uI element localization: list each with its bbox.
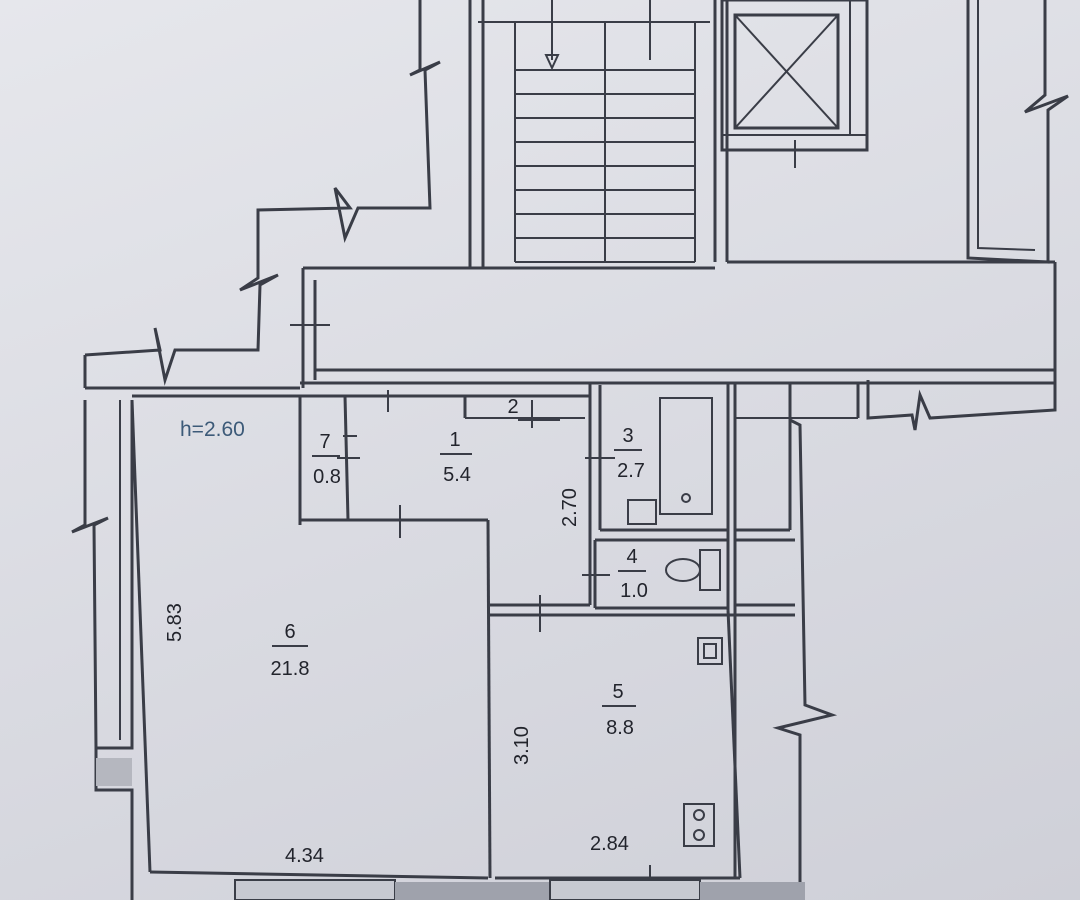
kitchen-ventilation-shaft: [697, 637, 723, 665]
room-5-number: 5: [612, 681, 623, 703]
stove: [683, 803, 715, 847]
ceiling-height-label: h=2.60: [180, 418, 245, 441]
stair-treads: [515, 69, 695, 263]
room-1-area: 5.4: [443, 464, 471, 486]
room-1-number: 1: [449, 429, 460, 451]
room-2-number: 2: [507, 396, 518, 418]
room-6-area: 21.8: [271, 658, 310, 680]
room-4-area: 1.0: [620, 580, 648, 602]
room-5-area: 8.8: [606, 717, 634, 739]
windows: [234, 879, 805, 900]
room-5-width-dimension: 2.84: [590, 833, 629, 855]
stairwell: [468, 0, 729, 268]
room-7-number: 7: [319, 431, 330, 453]
room-6-number: 6: [284, 621, 295, 643]
stair-direction-arrow: [544, 0, 560, 71]
elevator-shaft: [720, 0, 869, 168]
corridor-height-dimension: 2.70: [559, 488, 581, 527]
dimension-labels: h=2.60 5.83 4.34 3.10 2.84 2.70: [164, 418, 629, 867]
door-markers: [337, 390, 651, 890]
room-3-number: 3: [622, 425, 633, 447]
room-labels: 7 0.8 1 5.4 2 3 2.7 4 1.0 5 8.8 6 21.8: [271, 396, 648, 739]
building-outline: [71, 0, 1069, 900]
common-corridor: [290, 260, 1055, 388]
room-3-area: 2.7: [617, 460, 645, 482]
room-4-number: 4: [626, 546, 637, 568]
room-6-width-dimension: 4.34: [285, 845, 324, 867]
toilet: [665, 549, 721, 591]
bathtub: [627, 397, 713, 525]
room-6-height-dimension: 5.83: [164, 603, 186, 642]
apartment-walls: [130, 383, 860, 880]
room-7-area: 0.8: [313, 466, 341, 488]
room-5-height-dimension: 3.10: [511, 726, 533, 765]
